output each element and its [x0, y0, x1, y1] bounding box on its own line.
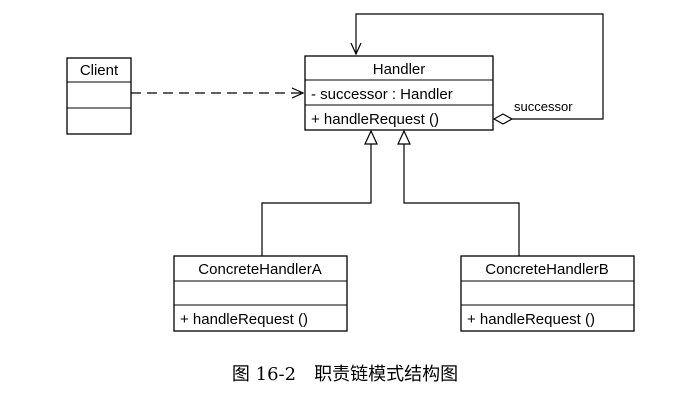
successor-role-label: successor [514, 99, 573, 114]
concrete-handler-a-class: ConcreteHandlerA + handleRequest () [173, 255, 348, 332]
concrete-handler-a-name: ConcreteHandlerA [198, 261, 321, 278]
aggregation-diamond-icon [492, 113, 514, 125]
figure-caption: 图 16-2 职责链模式结构图 [232, 364, 458, 385]
client-box [66, 57, 132, 135]
handler-operation: + handleRequest () [311, 111, 439, 128]
handler-attribute: - successor : Handler [311, 86, 453, 103]
handler-class-name: Handler [373, 61, 426, 78]
concrete-handler-b-operation: + handleRequest () [467, 311, 595, 328]
inheritance-triangle-icon [397, 129, 411, 145]
concrete-handler-b-class: ConcreteHandlerB + handleRequest () [460, 255, 635, 332]
successor-association-line [356, 13, 604, 120]
generalization-line-a [261, 144, 372, 256]
concrete-handler-a-box [173, 255, 348, 332]
generalization-line-b [403, 144, 520, 256]
handler-box [304, 55, 494, 131]
client-class: Client [66, 57, 132, 135]
generalization-b [397, 129, 520, 256]
concrete-handler-b-name: ConcreteHandlerB [485, 261, 608, 278]
handler-class: Handler - successor : Handler + handleRe… [304, 55, 494, 131]
generalization-a [261, 129, 378, 256]
inheritance-triangle-icon [364, 129, 378, 145]
successor-aggregation: successor [356, 13, 604, 125]
client-class-name: Client [80, 62, 119, 79]
concrete-handler-a-operation: + handleRequest () [180, 311, 308, 328]
concrete-handler-b-box [460, 255, 635, 332]
